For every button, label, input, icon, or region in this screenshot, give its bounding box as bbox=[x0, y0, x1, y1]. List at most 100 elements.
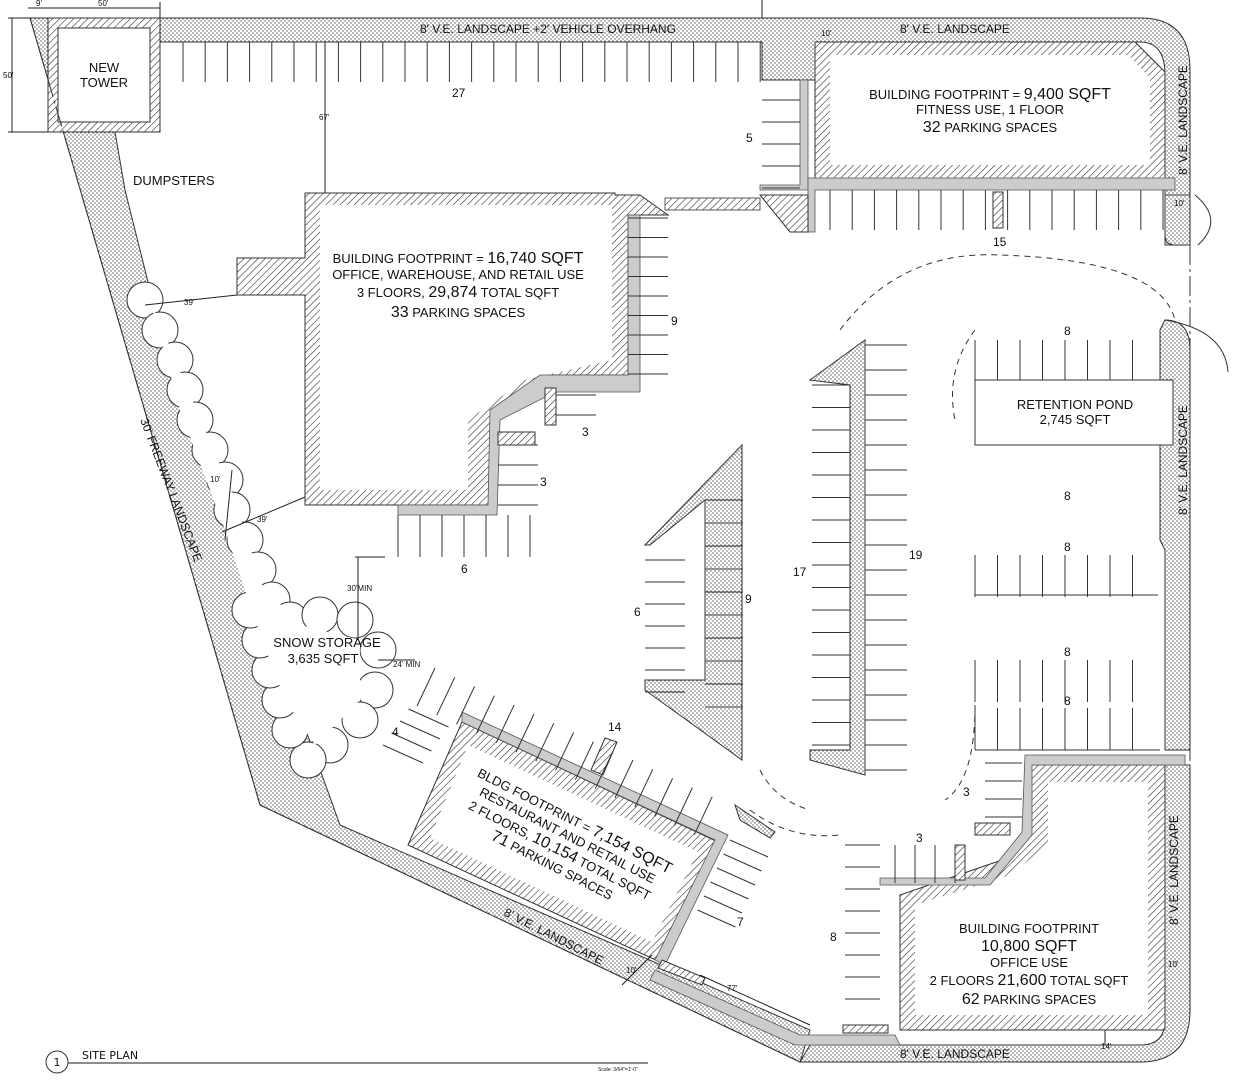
parking-count: 27 bbox=[452, 86, 466, 100]
dimension-label: 30'MIN bbox=[347, 584, 372, 593]
drive-aisle-arcs bbox=[29, 17, 1229, 1063]
right-landscape-strip-lower bbox=[799, 764, 1191, 1063]
office-warehouse-use-label: OFFICE, WAREHOUSE, AND RETAIL USE bbox=[332, 267, 584, 282]
parking-stall-stripes bbox=[182, 42, 1164, 1000]
new-tower-label-1: NEW bbox=[89, 60, 120, 75]
dimension-label: 10' bbox=[210, 475, 221, 484]
dimension-label: 9' bbox=[36, 0, 42, 8]
top-landscape-label: 8' V.E. LANDSCAPE +2' VEHICLE OVERHANG bbox=[420, 22, 676, 36]
island-center bbox=[808, 339, 866, 776]
parking-stripe bbox=[673, 787, 693, 826]
parking-stripe bbox=[710, 881, 749, 900]
parking-stripe bbox=[555, 732, 575, 771]
parking-count: 9 bbox=[745, 592, 752, 606]
drawing-scale: Scale: 3/64"=1'-0" bbox=[598, 1067, 638, 1073]
parking-count: 4 bbox=[392, 725, 399, 739]
dimension-lines bbox=[8, 0, 1106, 1045]
parking-count: 3 bbox=[916, 831, 923, 845]
parking-count: 19 bbox=[909, 548, 923, 562]
parking-stripe bbox=[654, 778, 674, 817]
parking-stripe bbox=[456, 686, 476, 725]
retention-pond bbox=[974, 379, 1174, 446]
parking-count: 8 bbox=[830, 930, 837, 944]
parking-stripe bbox=[416, 667, 436, 707]
parking-stripe bbox=[515, 713, 535, 753]
parking-count: 14 bbox=[608, 720, 622, 734]
bottom-landscape-label: 8' V.E. LANDSCAPE bbox=[900, 1047, 1010, 1061]
parking-stripe bbox=[391, 732, 432, 752]
dimension-label: 10' bbox=[821, 29, 832, 38]
dimension-label: 77' bbox=[727, 984, 738, 993]
parking-counts: 27 5 15 9 3 3 6 17 19 8 8 8 8 8 9 6 14 4… bbox=[392, 86, 1071, 944]
parking-count: 8 bbox=[1064, 489, 1071, 503]
dimension-label: 10' bbox=[1168, 960, 1179, 969]
dumpsters-label: DUMPSTERS bbox=[133, 173, 215, 188]
parking-stripe bbox=[697, 909, 736, 928]
parking-stripe bbox=[729, 839, 769, 858]
curbs-and-islands bbox=[397, 79, 1186, 1046]
snow-storage-fill bbox=[150, 300, 360, 745]
sheet-number-circle bbox=[45, 1050, 69, 1074]
dimension-label: 50' bbox=[98, 0, 109, 8]
sheet-title: SITE PLAN bbox=[82, 1049, 138, 1062]
office-warehouse-floors-label: 3 FLOORS, 29,874 TOTAL SQFT bbox=[357, 284, 559, 301]
parking-stripe bbox=[495, 704, 515, 744]
parking-stripe bbox=[535, 722, 555, 762]
snow-storage-outline bbox=[336, 601, 374, 639]
parking-stripe bbox=[436, 676, 456, 716]
title-block: 1 SITE PLAN Scale: 3/64"=1'-0" bbox=[45, 1049, 648, 1074]
parking-count: 8 bbox=[1064, 324, 1071, 338]
snow-storage-outline bbox=[289, 741, 327, 779]
parking-stripe bbox=[408, 708, 449, 728]
parking-count: 8 bbox=[1064, 540, 1071, 554]
parking-count: 9 bbox=[671, 314, 678, 328]
office-use-label: OFFICE USE bbox=[990, 955, 1068, 970]
sheet-number: 1 bbox=[54, 1056, 61, 1069]
dimension-label: 39' bbox=[257, 515, 268, 524]
office-warehouse-parking-label: 33 PARKING SPACES bbox=[391, 304, 526, 321]
snow-storage-outline bbox=[341, 701, 379, 739]
buildings bbox=[47, 17, 1174, 1031]
parking-count: 3 bbox=[963, 785, 970, 799]
parking-stripe bbox=[693, 796, 713, 836]
office-footprint-label: BUILDING FOOTPRINT bbox=[959, 921, 1099, 936]
right-landscape-label-1: 8' V.E. LANDSCAPE bbox=[1176, 65, 1190, 175]
parking-stripe bbox=[703, 895, 743, 914]
retention-pond-label: RETENTION POND bbox=[1017, 397, 1133, 412]
parking-stripe bbox=[723, 853, 762, 872]
parking-count: 6 bbox=[461, 562, 468, 576]
parking-stripe bbox=[614, 759, 634, 799]
parking-stripe bbox=[475, 695, 495, 734]
right-landscape-label-3: 8' V.E. LANDSCAPE bbox=[1167, 815, 1181, 925]
right-landscape-label-2: 8' V.E. LANDSCAPE bbox=[1176, 405, 1190, 515]
fitness-use-label: FITNESS USE, 1 FLOOR bbox=[916, 102, 1064, 117]
dimension-label: 67' bbox=[319, 113, 330, 122]
office-floors-label: 2 FLOORS 21,600 TOTAL SQFT bbox=[930, 972, 1129, 989]
parking-count: 3 bbox=[540, 475, 547, 489]
new-tower-label-2: TOWER bbox=[80, 75, 128, 90]
dimension-label: 14' bbox=[1101, 1042, 1112, 1051]
dimension-labels: 9' 50' 50' 67' 39' 10' 39' 30'MIN 24' MI… bbox=[3, 0, 1185, 1051]
parking-stripe bbox=[634, 768, 654, 808]
snow-storage-outline bbox=[126, 281, 164, 319]
office-area-label: 10,800 SQFT bbox=[981, 938, 1077, 955]
office-parking-label: 62 PARKING SPACES bbox=[962, 991, 1097, 1008]
parking-count: 8 bbox=[1064, 645, 1071, 659]
parking-count: 17 bbox=[793, 565, 807, 579]
parking-stripe bbox=[399, 720, 441, 740]
parking-count: 3 bbox=[582, 425, 589, 439]
retention-pond-area: 2,745 SQFT bbox=[1040, 412, 1111, 427]
dimension-label: 50' bbox=[3, 71, 14, 80]
snow-storage-area bbox=[126, 281, 397, 779]
parking-count: 5 bbox=[746, 131, 753, 145]
office-warehouse-footprint-label: BUILDING FOOTPRINT = 16,740 SQFT bbox=[333, 250, 584, 267]
parking-count: 8 bbox=[1064, 694, 1071, 708]
parking-count: 6 bbox=[634, 605, 641, 619]
parking-stripe bbox=[574, 741, 594, 780]
dimension-label: 24' MIN bbox=[393, 660, 421, 669]
parking-count: 15 bbox=[993, 235, 1007, 249]
parking-stripe bbox=[594, 750, 614, 790]
top-right-landscape-label: 8' V.E. LANDSCAPE bbox=[900, 22, 1010, 36]
parking-stripe bbox=[716, 867, 756, 886]
